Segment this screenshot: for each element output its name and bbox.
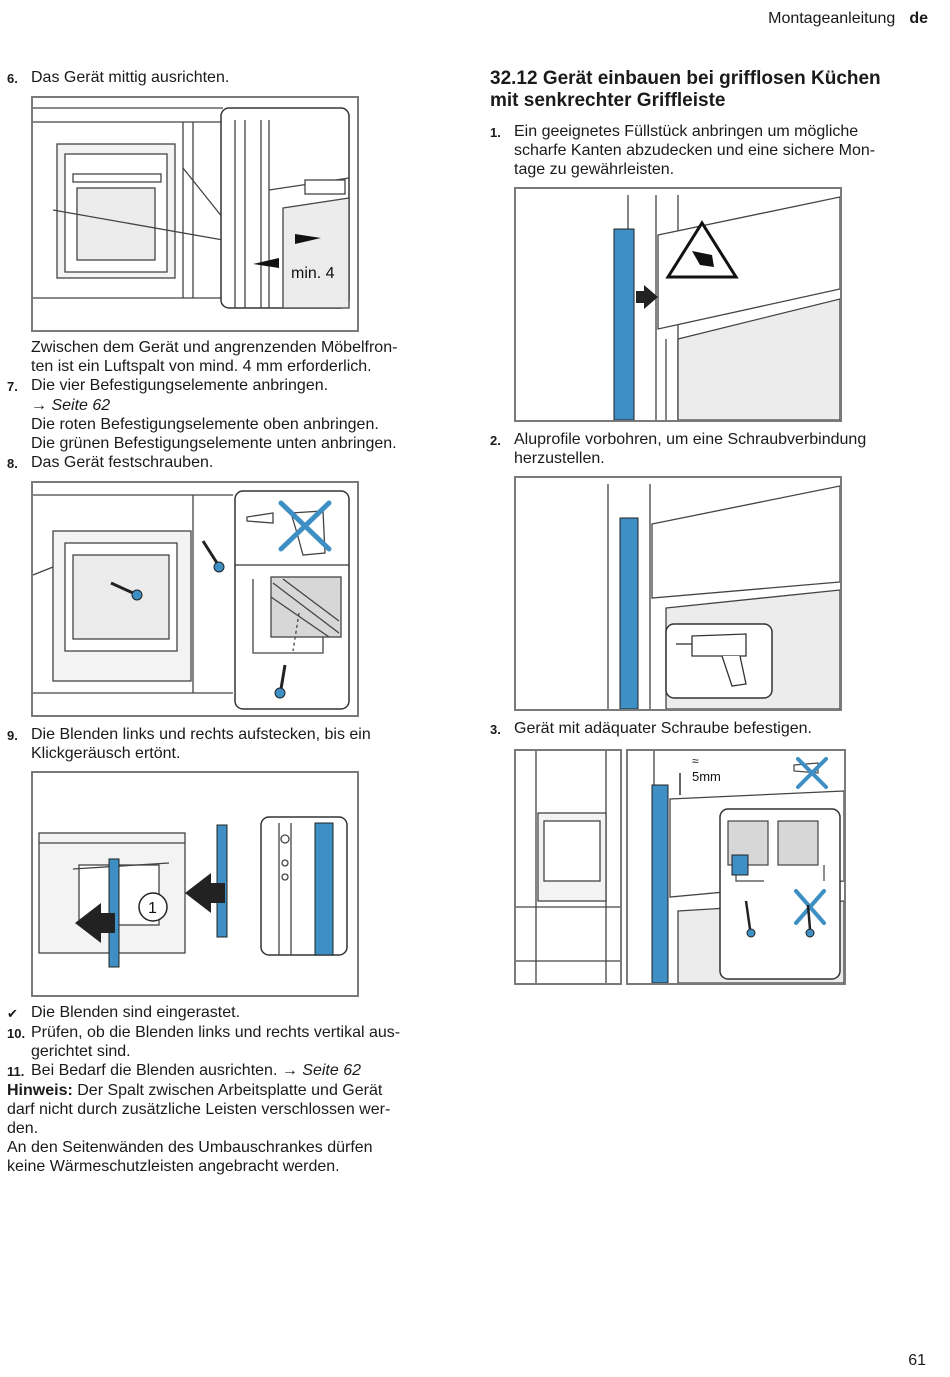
figure-fasten-screw: ≈ 5mm	[514, 749, 846, 985]
left-column: 6. Das Gerät mittig ausrichten.	[7, 68, 447, 1176]
header-lang: de	[909, 10, 928, 27]
step-number: 2.	[490, 433, 501, 448]
figure-screw-device-drawing	[33, 490, 350, 710]
figure-filler-piece-drawing	[613, 195, 840, 420]
step-10: 10. Prüfen, ob die Blenden links und rec…	[7, 1023, 447, 1061]
figure-label-min4: min. 4	[291, 265, 335, 282]
step-number: 8.	[7, 456, 18, 471]
air-gap-line-2: ten ist ein Luftspalt von mind. 4 mm erf…	[31, 358, 372, 375]
step-text-line-2: Klickgeräusch ertönt.	[31, 745, 181, 762]
page-reference-link[interactable]: → Seite 62	[281, 1062, 361, 1079]
checkmark-icon: ✔	[7, 1006, 18, 1021]
step-number: 6.	[7, 71, 18, 86]
step-text-line-1: Die Blenden links und rechts aufstecken,…	[31, 726, 371, 743]
figure-screw-device	[31, 481, 359, 717]
step-number: 10.	[7, 1026, 26, 1041]
figure-fasten-screw-left-drawing	[516, 751, 620, 983]
step-r3: 3. Gerät mit adäquater Schraube befestig…	[490, 719, 930, 739]
figure-callout-1: 1	[148, 900, 157, 917]
step-text-line-3: tage zu gewährleisten.	[514, 161, 675, 178]
note-line-3: den.	[7, 1120, 39, 1137]
step-text: Die vier Befestigungselemente anbringen.	[31, 377, 329, 394]
result-line: ✔ Die Blenden sind eingerastet.	[7, 1003, 447, 1023]
result-text: Die Blenden sind eingerastet.	[31, 1004, 241, 1021]
figure-fasten-screw-left-panel	[514, 749, 622, 985]
figure-center-alignment-drawing: min. 4	[33, 107, 350, 309]
step-text: Das Gerät mittig ausrichten.	[31, 69, 230, 86]
step-number: 1.	[490, 125, 501, 140]
note-line-5: keine Wärmeschutzleisten angebracht werd…	[7, 1158, 340, 1175]
step-8: 8. Das Gerät festschrauben.	[7, 453, 447, 473]
figure-attach-covers-drawing: 1	[38, 816, 348, 968]
section-heading-line-2: mit senkrechter Griffleiste	[490, 90, 726, 111]
step-text-main: Bei Bedarf die Blenden ausrichten.	[31, 1062, 278, 1079]
step-number: 11.	[7, 1064, 25, 1079]
figure-filler-piece	[514, 187, 842, 422]
step-text: Gerät mit adäquater Schraube befestigen.	[514, 720, 812, 737]
step-text: Die Blenden links und rechts aufstecken,…	[31, 725, 447, 763]
figure-attach-covers: 1	[31, 771, 359, 997]
step-text-line-1: Aluprofile vorbohren, um eine Schraubver…	[514, 431, 867, 448]
right-column: 32.12 Gerät einbauen bei grifflosen Küch…	[490, 68, 930, 985]
step-text: Prüfen, ob die Blenden links und rechts …	[31, 1023, 447, 1061]
step-text-line-2: herzustellen.	[514, 450, 605, 467]
step-r2: 2. Aluprofile vorbohren, um eine Schraub…	[490, 430, 930, 468]
figure-fasten-screw-right-panel: ≈ 5mm	[626, 749, 846, 985]
step-text: Ein geeignetes Füllstück anbringen um mö…	[514, 122, 930, 179]
section-heading-line-1: 32.12 Gerät einbauen bei grifflosen Küch…	[490, 68, 881, 89]
step-text-line-1: Ein geeignetes Füllstück anbringen um mö…	[514, 123, 859, 140]
figure-center-alignment: min. 4	[31, 96, 359, 332]
note-label: Hinweis:	[7, 1082, 73, 1099]
note-block: Hinweis: Der Spalt zwischen Arbeitsplatt…	[7, 1081, 447, 1176]
figure-predrill-profile	[514, 476, 842, 711]
note-line-1: Der Spalt zwischen Arbeitsplatte und Ger…	[77, 1082, 383, 1099]
step-9: 9. Die Blenden links und rechts aufsteck…	[7, 725, 447, 763]
step-number: 3.	[490, 722, 501, 737]
page-reference-link[interactable]: → Seite 62	[31, 397, 111, 414]
air-gap-line-1: Zwischen dem Gerät und angrenzenden Möbe…	[31, 339, 398, 356]
step-text-line-1: Prüfen, ob die Blenden links und rechts …	[31, 1024, 401, 1041]
figure-label-5mm: 5mm	[692, 769, 721, 784]
step-text: Das Gerät festschrauben.	[31, 454, 214, 471]
air-gap-paragraph: Zwischen dem Gerät und angrenzenden Möbe…	[7, 338, 447, 376]
step-text: Bei Bedarf die Blenden ausrichten. → Sei…	[31, 1061, 447, 1081]
step-text-line-2: scharfe Kanten abzudecken und eine siche…	[514, 142, 876, 159]
step-7: 7. Die vier Befestigungselemente anbring…	[7, 376, 447, 396]
step-text-line-2: gerichtet sind.	[31, 1043, 131, 1060]
approx-symbol: ≈	[692, 754, 699, 768]
step-number: 9.	[7, 728, 18, 743]
figure-predrill-profile-drawing	[607, 484, 840, 709]
step-7-line-red: Die roten Befestigungselemente oben anbr…	[31, 416, 379, 433]
note-line-4: An den Seitenwänden des Umbauschrankes d…	[7, 1139, 373, 1156]
step-7-line-green: Die grünen Befestigungselemente unten an…	[31, 435, 397, 452]
page-header: Montageanleitung de	[768, 10, 928, 28]
step-r1: 1. Ein geeignetes Füllstück anbringen um…	[490, 122, 930, 179]
section-heading: 32.12 Gerät einbauen bei grifflosen Küch…	[490, 68, 930, 112]
figure-fasten-screw-right-drawing: ≈ 5mm	[651, 751, 844, 983]
step-11: 11. Bei Bedarf die Blenden ausrichten. →…	[7, 1061, 447, 1081]
page-number: 61	[908, 1352, 926, 1369]
step-6: 6. Das Gerät mittig ausrichten.	[7, 68, 447, 88]
step-number: 7.	[7, 379, 18, 394]
note-line-2: darf nicht durch zusätzliche Leisten ver…	[7, 1101, 391, 1118]
step-text: Aluprofile vorbohren, um eine Schraubver…	[514, 430, 930, 468]
header-section: Montageanleitung	[768, 10, 896, 27]
